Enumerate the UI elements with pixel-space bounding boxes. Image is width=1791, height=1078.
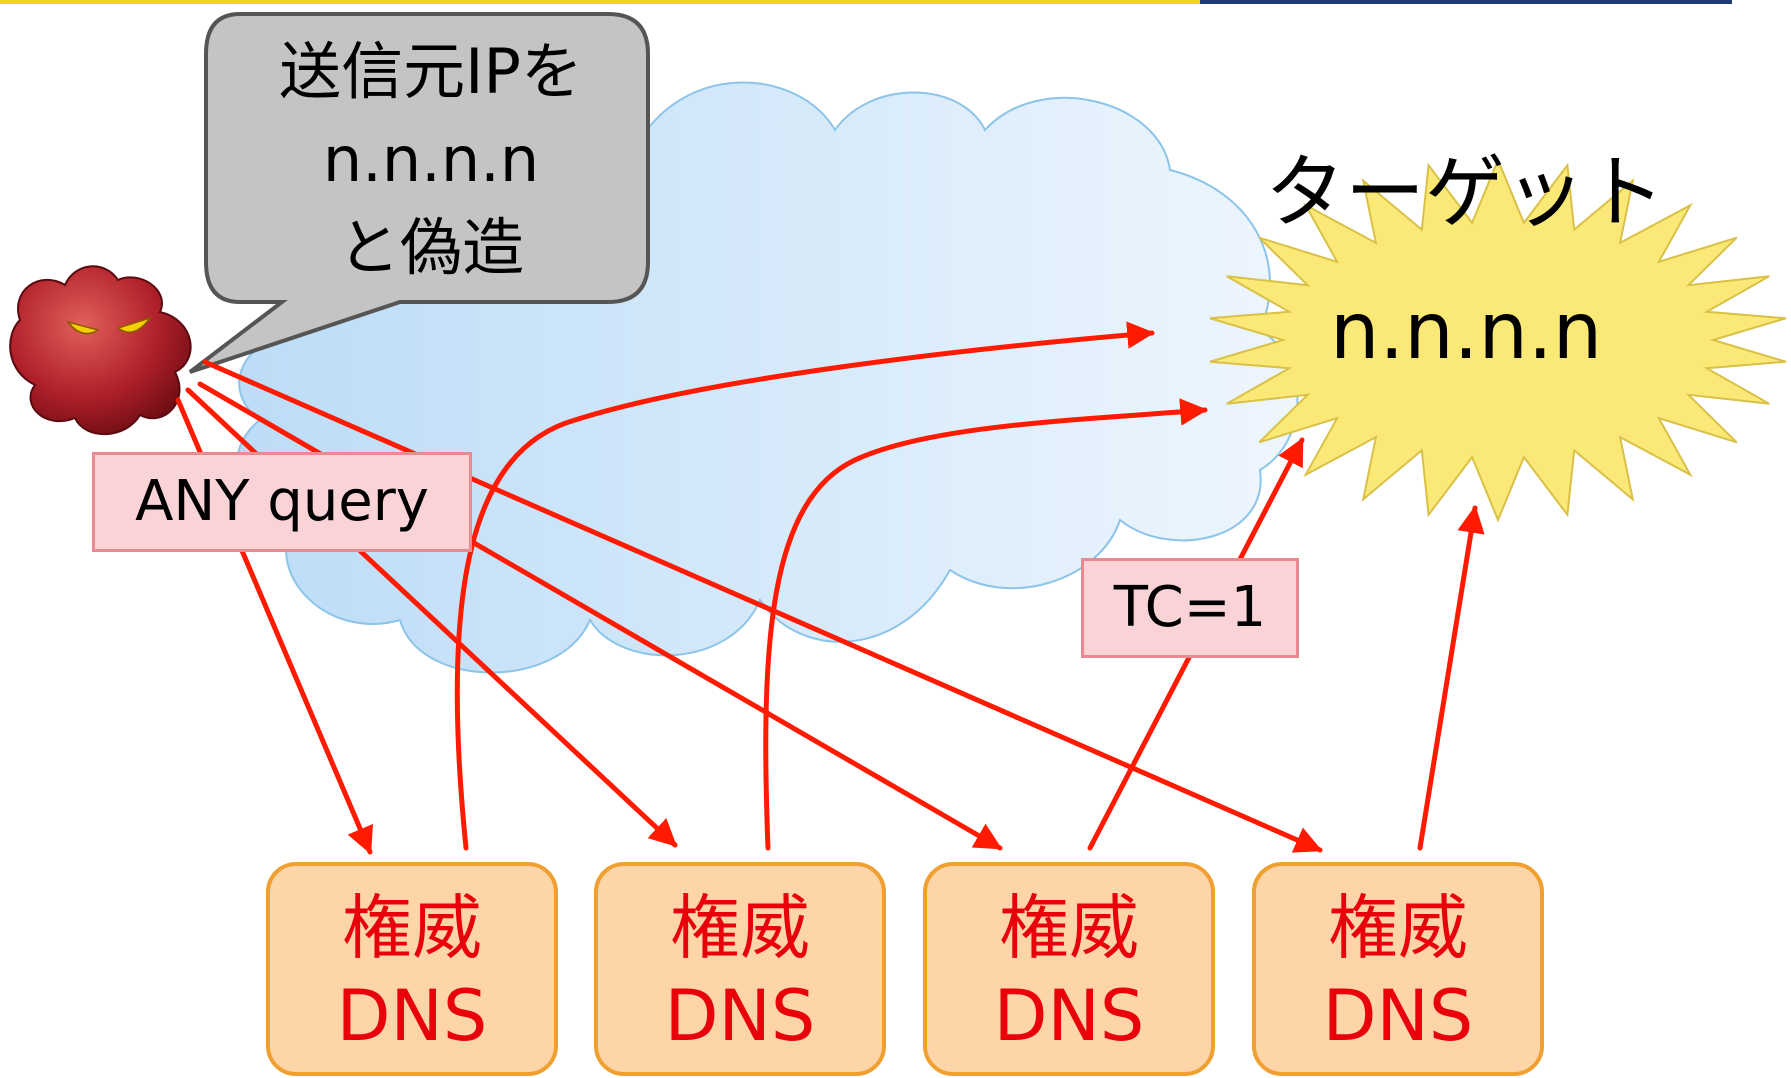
target-ip: n.n.n.n [1330,287,1603,377]
explosion-burst-icon [1209,157,1787,523]
query-arrow-4 [202,359,1323,853]
tc-flag-label: TC=1 [1081,558,1299,658]
authoritative-dns-box: 権威 DNS [594,862,886,1076]
speech-bubble-text: 送信元IPを n.n.n.n と偽造 [206,28,656,292]
title-accent-bar [0,0,1200,4]
speech-bubble-line: n.n.n.n [322,123,540,196]
dns-box-line1: 権威 [999,887,1139,969]
attacker-monster-icon [9,265,192,436]
dns-box-line2: DNS [664,975,816,1057]
response-arrow-2 [763,398,1208,851]
any-query-label: ANY query [92,452,472,552]
speech-bubble-line: 送信元IPを [279,35,583,108]
dns-box-line1: 権威 [670,887,810,969]
dns-box-line2: DNS [336,975,488,1057]
target-title: ターゲット [1265,146,1665,239]
dns-box-line2: DNS [1322,975,1474,1057]
title-accent-bar-dark [1200,0,1732,4]
authoritative-dns-box: 権威 DNS [923,862,1215,1076]
dns-box-line2: DNS [993,975,1145,1057]
authoritative-dns-box: 権威 DNS [1252,862,1544,1076]
response-arrow-1 [454,321,1155,851]
authoritative-dns-box: 権威 DNS [266,862,558,1076]
dns-box-line1: 権威 [342,887,482,969]
speech-bubble-line: と偽造 [337,211,524,284]
speech-bubble [188,12,650,374]
dns-box-line1: 権威 [1328,887,1468,969]
response-arrow-4 [1417,505,1485,851]
